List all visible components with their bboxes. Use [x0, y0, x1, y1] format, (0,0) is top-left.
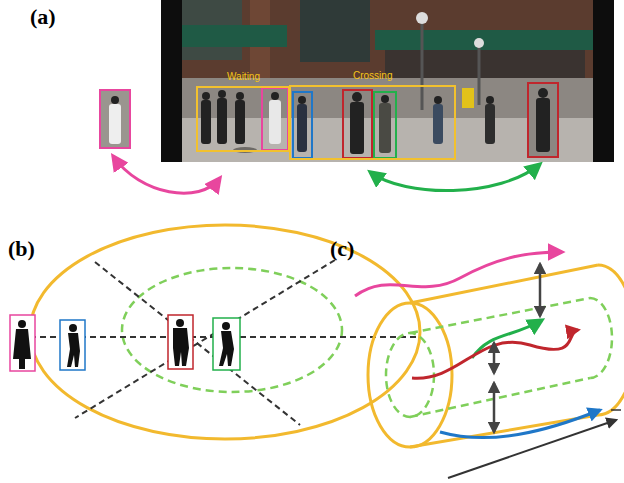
illustration-line: [493, 383, 496, 432]
illustration-g: [201, 90, 495, 154]
illustration-rect: [161, 0, 614, 162]
illustration-line: [611, 409, 621, 411]
illustration-rect: [374, 92, 396, 158]
illustration-path: [219, 331, 234, 366]
illustration-rect: [350, 102, 364, 154]
illustration-ellipse: [122, 268, 342, 392]
illustration-circle: [236, 92, 244, 100]
illustration-rect: [375, 30, 593, 50]
illustration-circle: [486, 96, 494, 104]
illustration-rect: [100, 90, 130, 148]
illustration-ellipse: [233, 147, 257, 153]
illustration-rect: [109, 104, 121, 144]
illustration-path: [173, 328, 189, 366]
illustration-rect: [217, 98, 227, 144]
illustration-rect: [235, 100, 245, 144]
illustration-rect: [536, 98, 550, 152]
illustration-rect: [10, 315, 35, 371]
illustration-circle: [271, 92, 279, 100]
illustration-rect: [182, 25, 287, 47]
illustration-circle: [222, 322, 230, 330]
illustration-path: [598, 265, 624, 415]
illustration-circle: [474, 38, 484, 48]
illustration-line: [493, 343, 496, 373]
illustration-line: [539, 264, 542, 316]
panel-label: (b): [8, 236, 35, 262]
illustration-rect: [262, 88, 288, 150]
group-label: Crossing: [353, 70, 392, 81]
illustration-path: [472, 320, 542, 358]
illustration-circle: [352, 92, 362, 102]
illustration-rect: [269, 100, 281, 144]
illustration-path: [13, 329, 31, 369]
illustration-rect: [385, 50, 585, 78]
match-arrow: [370, 164, 540, 191]
illustration-rect: [213, 318, 240, 370]
street-photo: [161, 0, 614, 162]
panel-label: (a): [30, 4, 56, 30]
illustration-rect: [297, 104, 307, 152]
illustration-line: [410, 265, 598, 303]
illustration-rect: [343, 90, 372, 158]
match-arrow: [113, 156, 220, 193]
illustration-path: [67, 333, 80, 367]
illustration-line: [75, 260, 335, 418]
spatio-temporal-cylinder: [355, 252, 624, 478]
illustration-line: [448, 420, 616, 478]
illustration-rect: [293, 92, 312, 158]
illustration-rect: [379, 103, 391, 153]
spatial-context-diagram: [10, 225, 420, 439]
illustration-circle: [111, 96, 119, 104]
illustration-ellipse: [386, 333, 434, 417]
illustration-ellipse: [30, 225, 420, 439]
illustration-rect: [60, 320, 85, 370]
illustration-circle: [381, 95, 389, 103]
group-box: Waiting: [196, 86, 290, 152]
illustration-line: [478, 45, 481, 105]
illustration-circle: [298, 96, 306, 104]
illustration-rect: [433, 104, 443, 144]
illustration-circle: [176, 319, 184, 327]
illustration-line: [410, 378, 590, 417]
illustration-path: [355, 252, 562, 296]
illustration-rect: [485, 104, 495, 144]
illustration-circle: [218, 90, 226, 98]
illustration-rect: [182, 0, 593, 78]
illustration-rect: [462, 88, 474, 108]
panel-label: (c): [330, 236, 354, 262]
illustration-path: [590, 298, 612, 378]
group-box: Crossing: [289, 85, 456, 160]
person-crop: [100, 83, 558, 157]
illustration-line: [421, 20, 424, 110]
illustration-circle: [416, 12, 428, 24]
illustration-path: [412, 330, 578, 378]
illustration-rect: [201, 100, 211, 144]
illustration-rect: [528, 83, 558, 157]
illustration-circle: [18, 320, 26, 328]
illustration-circle: [69, 324, 77, 332]
illustration-circle: [538, 88, 548, 98]
illustration-rect: [300, 0, 370, 62]
illustration-rect: [168, 315, 193, 369]
illustration-circle: [434, 96, 442, 104]
illustration-circle: [202, 92, 210, 100]
group-label: Waiting: [227, 71, 260, 82]
illustration-line: [410, 298, 590, 333]
